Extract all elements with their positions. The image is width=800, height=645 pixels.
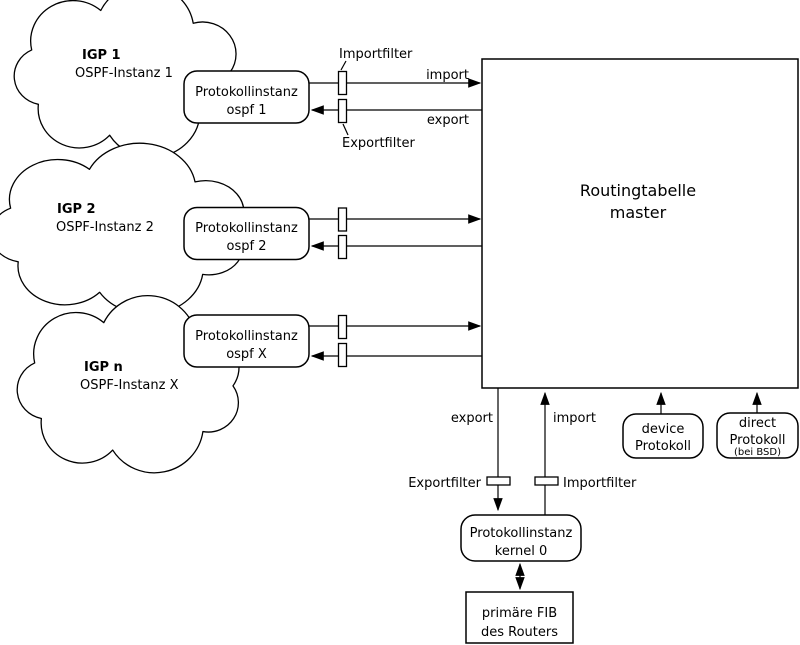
protocol-box-ospf-x-line2: ospf X xyxy=(226,347,267,362)
cloud-igp-2-subtitle: OSPF-Instanz 2 xyxy=(56,220,154,235)
protocol-box-ospf-1: Protokollinstanz ospf 1 xyxy=(183,70,310,124)
protocol-box-ospf-2-line1: Protokollinstanz xyxy=(195,221,298,236)
routing-table-line2: master xyxy=(610,203,667,222)
direct-protocol-line2: Protokoll xyxy=(730,433,786,448)
direct-protocol-line3: (bei BSD) xyxy=(734,447,781,458)
exportfilter-rect-2 xyxy=(337,234,348,260)
exportfilter-rect-3 xyxy=(337,342,348,368)
protocol-box-ospf-1-line1: Protokollinstanz xyxy=(195,85,298,100)
importfilter-label-bottom: Importfilter xyxy=(563,476,637,491)
fib-line2: des Routers xyxy=(481,625,558,640)
exportfilter-label-bottom: Exportfilter xyxy=(408,476,481,491)
device-protocol-line2: Protokoll xyxy=(635,439,691,454)
importfilter-rect-1 xyxy=(337,70,348,96)
import-label-bottom: import xyxy=(553,411,596,426)
exportfilter-rect-bottom xyxy=(486,476,511,486)
protocol-box-ospf-x: Protokollinstanz ospf X xyxy=(183,314,310,368)
protocol-box-ospf-2: Protokollinstanz ospf 2 xyxy=(183,206,310,261)
importfilter-rect-2 xyxy=(337,207,348,232)
exportfilter-connector xyxy=(342,123,349,136)
protocol-box-ospf-2-line2: ospf 2 xyxy=(227,239,267,254)
device-protocol-line1: device xyxy=(642,422,685,437)
routing-table-box: Routingtabelle master xyxy=(481,58,799,389)
importfilter-rect-3 xyxy=(337,314,348,340)
cloud-igp-1: IGP 1 OSPF-Instanz 1 xyxy=(14,0,236,157)
cloud-igp-2-title: IGP 2 xyxy=(57,202,96,217)
protocol-box-ospf-x-line1: Protokollinstanz xyxy=(195,329,298,344)
importfilter-rect-bottom xyxy=(534,476,559,486)
direct-protocol-box: direct Protokoll (bei BSD) xyxy=(716,412,799,459)
export-label-bottom: export xyxy=(451,411,493,426)
direct-protocol-line1: direct xyxy=(739,416,776,431)
cloud-igp-2: IGP 2 OSPF-Instanz 2 xyxy=(0,143,244,314)
export-label-top: export xyxy=(427,113,469,128)
kernel-instance-line2: kernel 0 xyxy=(495,544,547,559)
import-label-top: import xyxy=(426,68,469,83)
protocol-box-ospf-1-line2: ospf 1 xyxy=(227,103,267,118)
routing-table-line1: Routingtabelle xyxy=(580,181,696,200)
cloud-igp-1-subtitle: OSPF-Instanz 1 xyxy=(75,66,173,81)
exportfilter-rect-1 xyxy=(337,98,348,124)
importfilter-label-top: Importfilter xyxy=(339,47,413,62)
device-protocol-box: device Protokoll xyxy=(622,413,704,459)
fib-box: primäre FIB des Routers xyxy=(465,591,574,644)
cloud-igp-1-title: IGP 1 xyxy=(82,48,121,63)
exportfilter-label-top: Exportfilter xyxy=(342,136,415,151)
cloud-igp-n-subtitle: OSPF-Instanz X xyxy=(80,378,179,393)
cloud-igp-n-title: IGP n xyxy=(84,360,123,375)
kernel-instance-line1: Protokollinstanz xyxy=(470,526,573,541)
importfilter-connector xyxy=(340,60,347,71)
fib-line1: primäre FIB xyxy=(482,606,557,621)
kernel-instance-box: Protokollinstanz kernel 0 xyxy=(460,514,582,562)
